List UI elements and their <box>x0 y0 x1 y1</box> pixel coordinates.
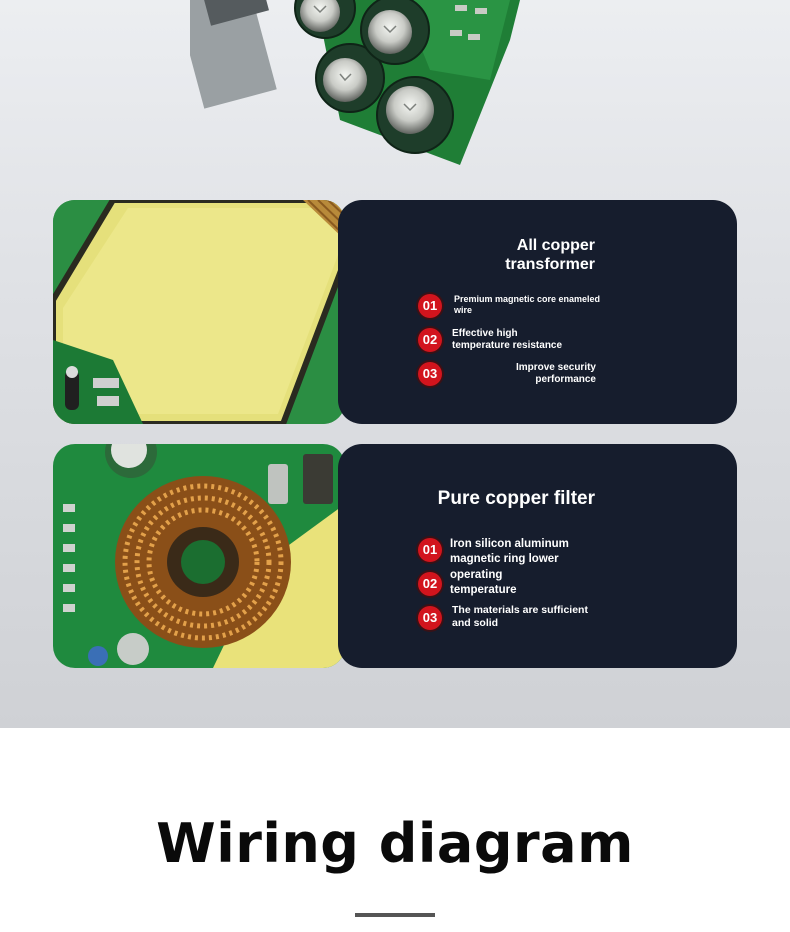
number-badge: 03 <box>418 606 442 630</box>
pcb-board-image <box>190 0 520 165</box>
number-badge: 03 <box>418 362 442 386</box>
number-badge: 01 <box>418 294 442 318</box>
feature-text: operating temperature <box>450 569 517 596</box>
filter-info-panel: Pure copper filter 01 Iron silicon alumi… <box>338 444 737 668</box>
transformer-title: All copper transformer <box>505 237 595 273</box>
feature-text: Improve security performance <box>515 362 596 385</box>
number-badge: 02 <box>418 572 442 596</box>
transformer-card: All copper transformer 01 Premium magnet… <box>53 200 737 424</box>
feature-text: The materials are sufficient and solid <box>452 604 588 629</box>
filter-title: Pure copper filter <box>437 488 595 509</box>
section-heading: Wiring diagram <box>156 812 634 875</box>
number-badge: 02 <box>418 328 442 352</box>
feature-text: Iron silicon aluminum magnetic ring lowe… <box>450 538 569 565</box>
number-badge: 01 <box>418 538 442 562</box>
filter-card: Pure copper filter 01 Iron silicon alumi… <box>53 444 737 668</box>
heading-underline <box>355 913 435 917</box>
product-showcase-section: All copper transformer 01 Premium magnet… <box>0 0 790 728</box>
feature-text: Premium magnetic core enameled wire <box>454 294 601 315</box>
transformer-photo <box>53 200 345 424</box>
feature-text: Effective high temperature resistance <box>452 328 563 351</box>
filter-coil-photo <box>53 444 345 668</box>
transformer-info-panel: All copper transformer 01 Premium magnet… <box>338 200 737 424</box>
